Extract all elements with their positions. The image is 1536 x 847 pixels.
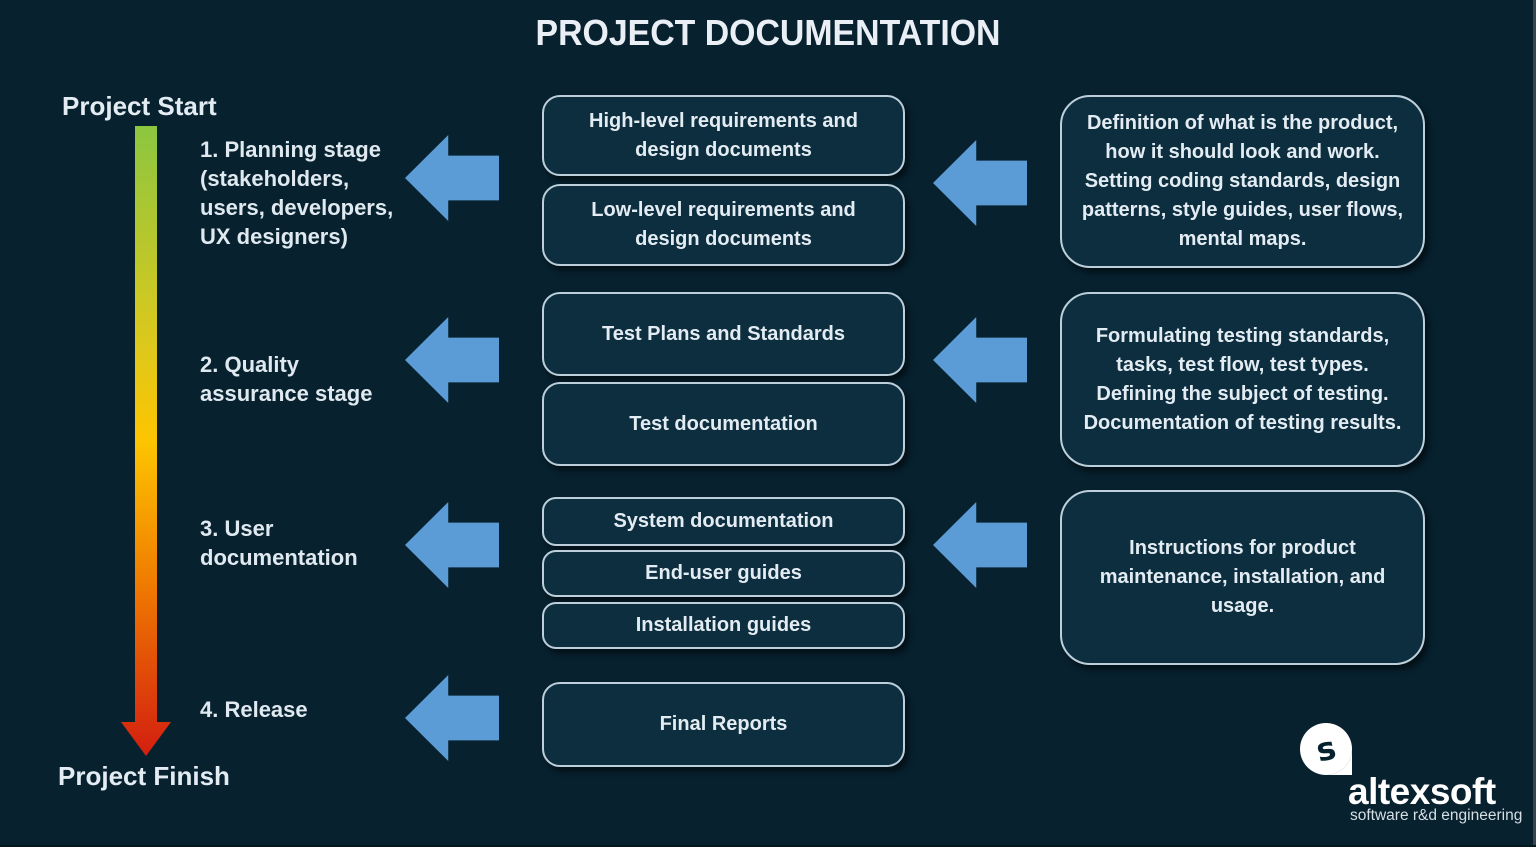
stage-label-line: UX designers) <box>200 224 348 249</box>
desc-box-text: Instructions for product maintenance, in… <box>1099 537 1386 617</box>
doc-box-text: Final Reports <box>659 713 788 735</box>
right-arrow-icon <box>933 502 1027 588</box>
left-arrow-icon <box>405 502 499 588</box>
stage-label-line: 3. User <box>200 516 274 541</box>
stage-label-release: 4. Release <box>200 695 308 724</box>
desc-box-quality-assurance: Formulating testing standards, tasks, te… <box>1060 292 1425 467</box>
left-arrow-icon <box>405 317 499 403</box>
bottom-edge-strip <box>0 845 1536 847</box>
doc-box-end-user-guides: End-user guides <box>542 550 905 597</box>
right-arrow-icon <box>933 317 1027 403</box>
doc-box-text: Installation guides <box>635 614 812 636</box>
left-arrow-icon <box>405 675 499 761</box>
stage-label-planning: 1. Planning stage (stakeholders, users, … <box>200 135 393 251</box>
doc-box-system-documentation: System documentation <box>542 497 905 546</box>
stage-label-line: users, developers, <box>200 195 394 220</box>
doc-box-test-plans: Test Plans and Standards <box>542 292 905 376</box>
doc-box-text: System documentation <box>613 510 834 532</box>
left-arrow-icon <box>405 135 499 221</box>
desc-box-text: Definition of what is the product, how i… <box>1081 112 1404 250</box>
right-arrow-icon <box>933 140 1027 226</box>
project-start-label: Project Start <box>62 91 217 121</box>
doc-box-text: End-user guides <box>645 562 802 584</box>
desc-box-text: Formulating testing standards, tasks, te… <box>1083 324 1402 434</box>
stage-label-line: (stakeholders, <box>200 166 350 191</box>
doc-box-installation-guides: Installation guides <box>542 602 905 649</box>
doc-box-text: Test documentation <box>629 412 818 435</box>
right-edge-strip <box>1533 0 1536 847</box>
stage-label-user-documentation: 3. User documentation <box>200 514 358 572</box>
doc-box-final-reports: Final Reports <box>542 682 905 767</box>
stage-label-line: 1. Planning stage <box>200 137 381 162</box>
stage-label-quality-assurance: 2. Quality assurance stage <box>200 350 372 408</box>
desc-box-user-documentation: Instructions for product maintenance, in… <box>1060 490 1425 665</box>
doc-box-test-documentation: Test documentation <box>542 382 905 466</box>
logo-tagline-text: software r&d engineering <box>1350 807 1523 824</box>
project-finish-label: Project Finish <box>58 761 230 791</box>
page-title: PROJECT DOCUMENTATION <box>535 12 1001 53</box>
stage-label-line: assurance stage <box>200 381 373 406</box>
altexsoft-logo-icon: s <box>1300 723 1352 775</box>
stage-label-line: 2. Quality <box>200 352 300 377</box>
desc-box-planning: Definition of what is the product, how i… <box>1060 95 1425 268</box>
stage-label-line: documentation <box>200 545 358 570</box>
timeline-gradient-arrow <box>121 126 171 756</box>
doc-box-text: Test Plans and Standards <box>601 322 846 345</box>
logo-brand-text: altexsoft <box>1348 771 1496 812</box>
stage-label-line: 4. Release <box>200 697 308 722</box>
